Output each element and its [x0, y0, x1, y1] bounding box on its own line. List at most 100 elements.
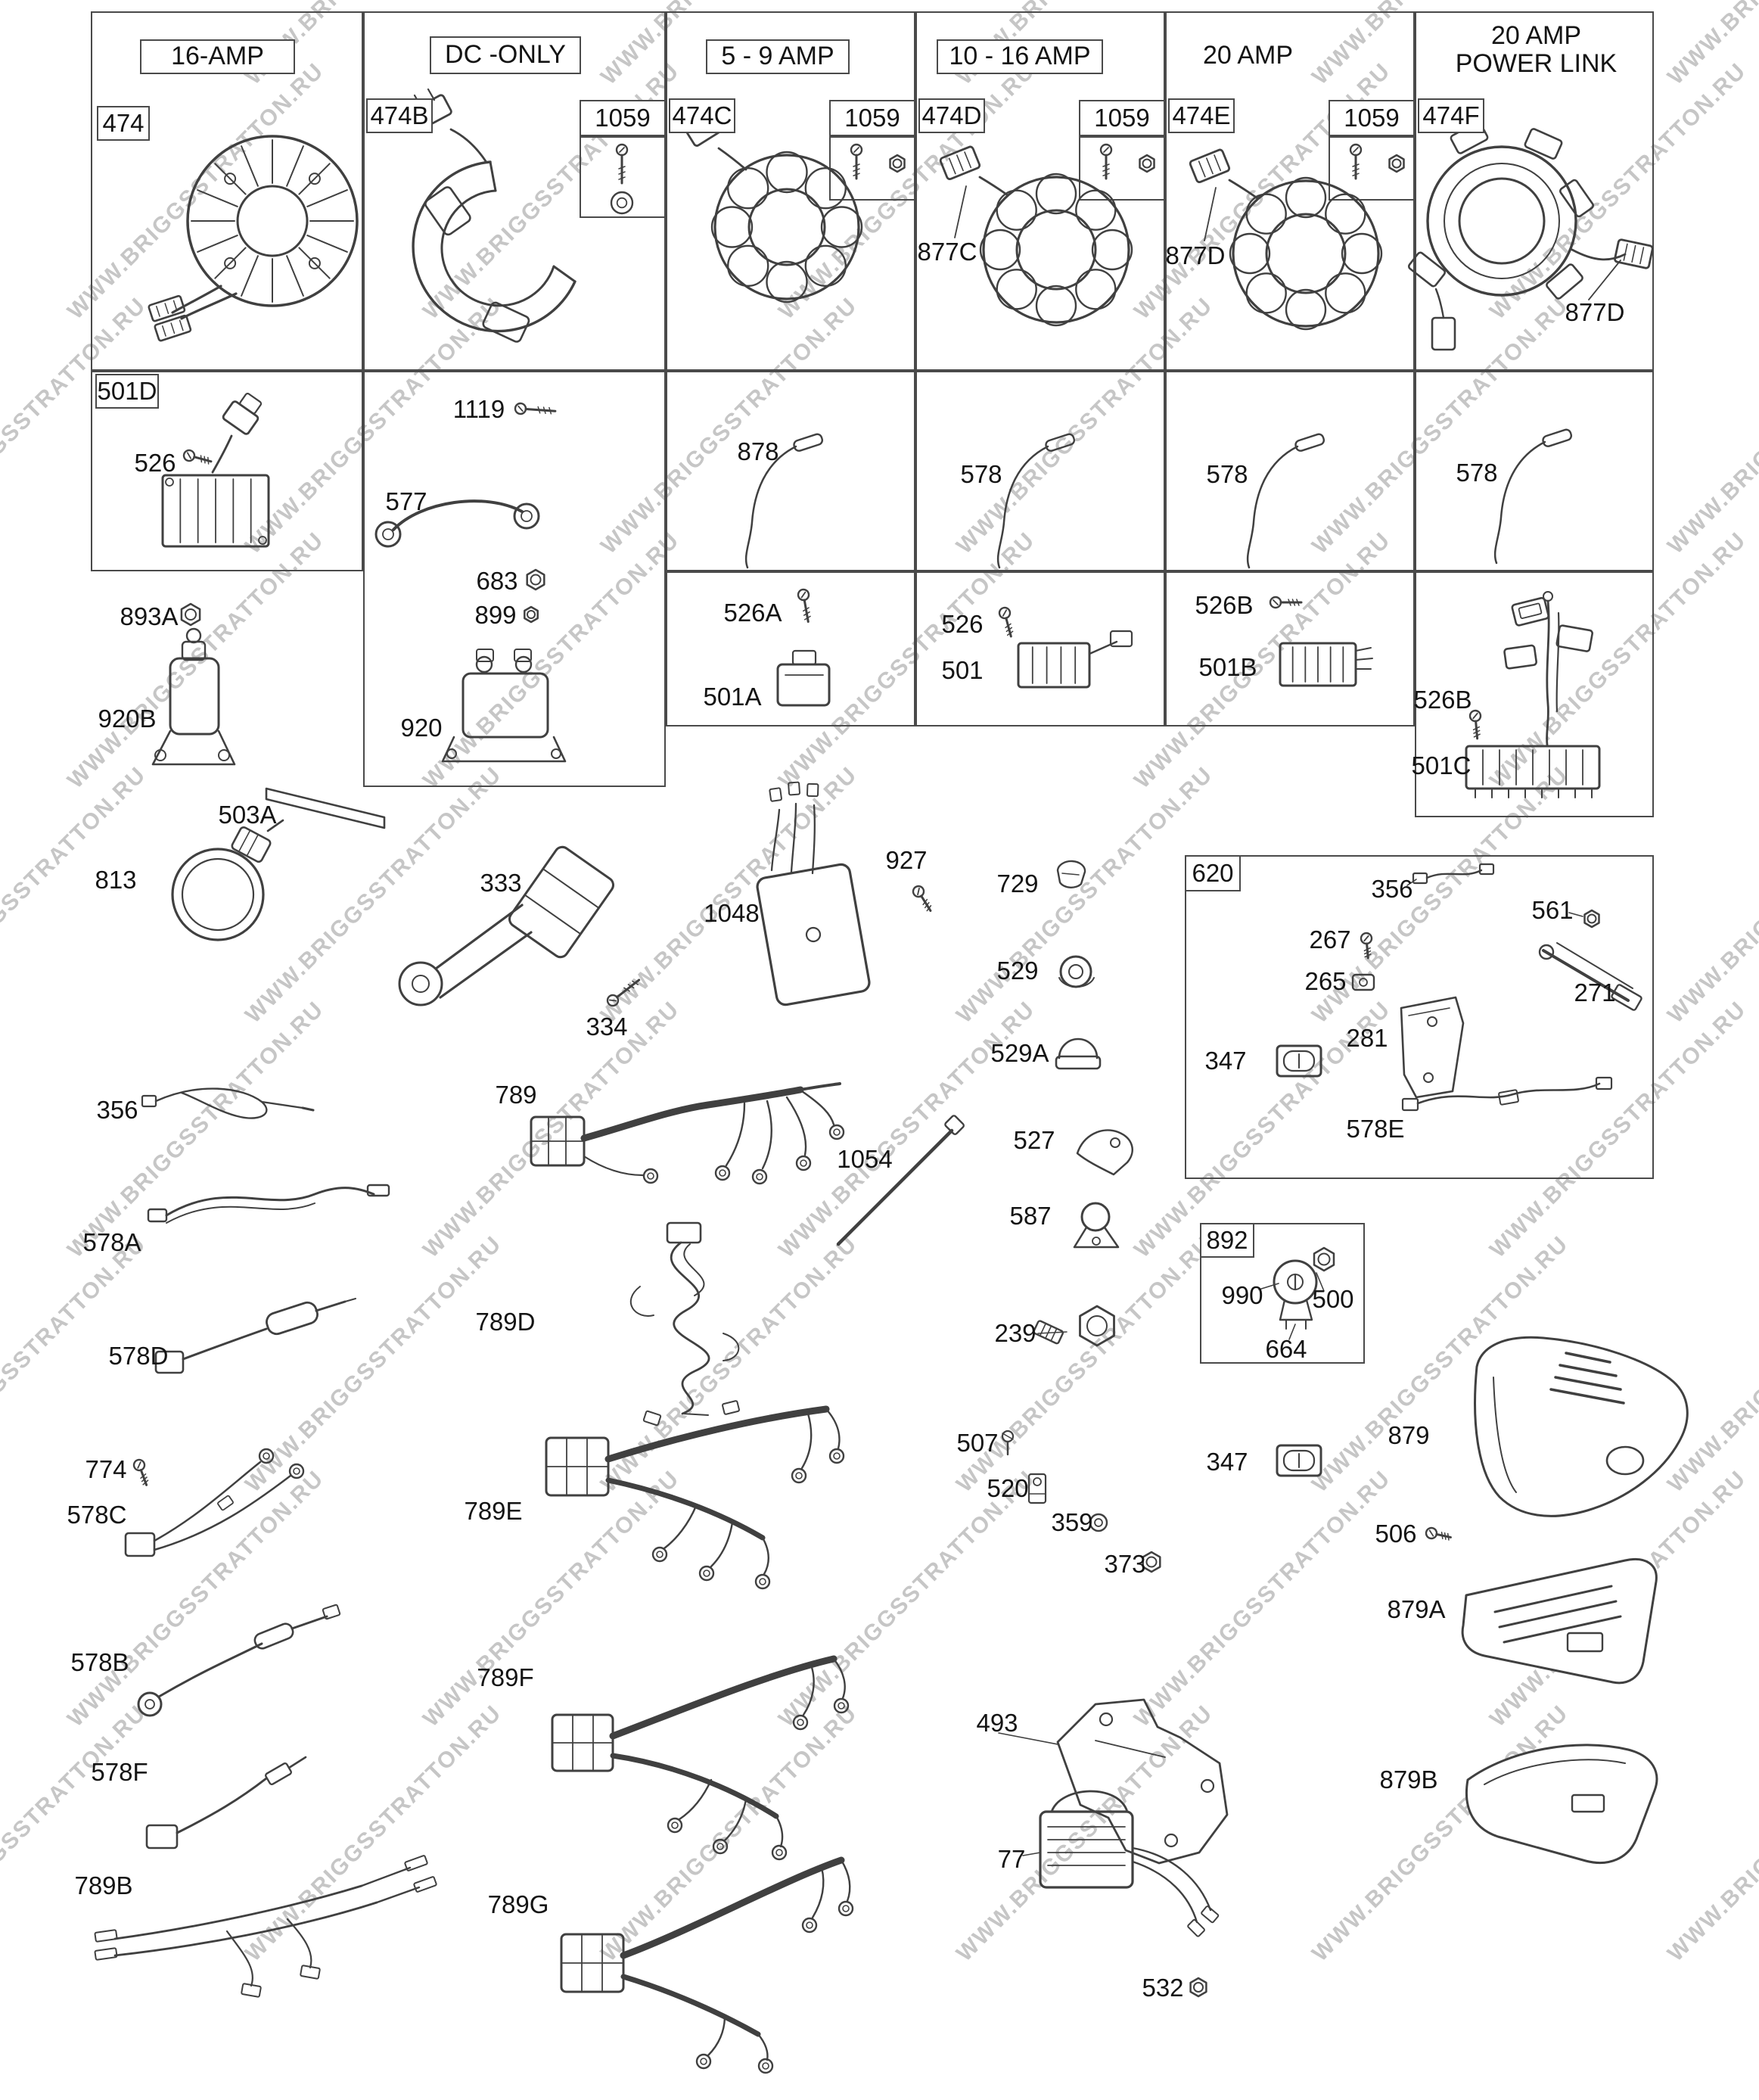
group-box-892 — [1200, 1223, 1365, 1364]
wire-578A — [147, 1184, 390, 1224]
part-label-578D: 578D — [108, 1342, 169, 1370]
bracket-281 — [1400, 996, 1465, 1099]
part-label-577: 577 — [385, 487, 427, 515]
part-label-474: 474 — [97, 106, 150, 141]
column-header-line: 20 AMP — [1490, 20, 1582, 50]
column-header-line: POWER LINK — [1455, 49, 1618, 78]
solenoid-920B — [151, 627, 236, 766]
part-label-501B: 501B — [1198, 653, 1257, 681]
cell-5-9-wire — [666, 371, 915, 571]
starter-333 — [398, 845, 614, 1006]
washer-359 — [1089, 1513, 1108, 1532]
part-label-373: 373 — [1104, 1550, 1146, 1578]
stator-474F — [1407, 121, 1654, 351]
part-label-359: 359 — [1051, 1508, 1093, 1536]
stator-474D — [939, 145, 1133, 327]
harness-789E — [545, 1405, 845, 1590]
column-header-20-amp: 20 AMP — [1178, 38, 1318, 74]
part-label-878: 878 — [737, 437, 779, 465]
nut-373 — [1142, 1551, 1161, 1573]
regulator-501B — [1279, 642, 1373, 687]
screw-526-10-16 — [998, 606, 1014, 638]
part-label-578B: 578B — [70, 1648, 129, 1676]
part-label-356: 356 — [1371, 875, 1413, 903]
part-label-503A: 503A — [218, 801, 277, 829]
part-label-920B: 920B — [98, 705, 157, 733]
part-label-879A: 879A — [1387, 1595, 1446, 1623]
stator-474C — [685, 112, 863, 303]
part-label-271: 271 — [1574, 978, 1616, 1006]
cell-dconly-parts — [363, 371, 666, 787]
part-label-529A: 529A — [990, 1039, 1049, 1067]
column-header-dc-only: DC -ONLY — [430, 36, 581, 74]
cover-879B — [1465, 1744, 1658, 1865]
harness-789 — [530, 1082, 845, 1185]
part-label-501: 501 — [941, 656, 984, 684]
nut-683 — [526, 568, 545, 591]
column-header-10-16-amp: 10 - 16 AMP — [937, 39, 1103, 74]
switch-347-620 — [1276, 1044, 1322, 1078]
module-501A — [776, 649, 831, 707]
box-1059-20 — [1329, 136, 1415, 201]
column-header-line: 20 AMP — [1202, 41, 1294, 70]
part-label-578F: 578F — [91, 1758, 148, 1786]
part-label-501D: 501D — [95, 374, 159, 409]
harness-789D — [629, 1221, 740, 1426]
part-label-774: 774 — [85, 1455, 127, 1483]
cell-20-regulator — [1165, 571, 1415, 726]
part-label-561: 561 — [1531, 896, 1574, 924]
wire-578-10-16 — [996, 433, 1076, 569]
part-label-789B: 789B — [74, 1871, 133, 1899]
stator-474 — [148, 135, 359, 342]
harness-789G — [560, 1856, 854, 2074]
cell-20-wire — [1165, 371, 1415, 571]
part-label-527: 527 — [1013, 1126, 1055, 1154]
column-header-line: 10 - 16 AMP — [949, 42, 1091, 71]
wire-878 — [744, 433, 824, 569]
part-label-789F: 789F — [477, 1663, 534, 1691]
part-label-729: 729 — [996, 870, 1039, 898]
wire-356-620 — [1406, 863, 1495, 886]
harness-789F — [551, 1655, 850, 1861]
part-label-474D: 474D — [918, 98, 985, 133]
harness-578C — [124, 1448, 305, 1557]
part-label-1048: 1048 — [704, 899, 760, 927]
tie-1054 — [836, 1115, 965, 1246]
cell-10-16-regulator — [915, 571, 1165, 726]
clip-729 — [1056, 860, 1086, 888]
part-label-526: 526 — [941, 610, 984, 638]
part-label-877C: 877C — [917, 238, 977, 266]
part-label-347: 347 — [1206, 1448, 1248, 1476]
column-header-line: 5 - 9 AMP — [721, 42, 834, 71]
strip-503A — [265, 787, 386, 829]
lever-271 — [1538, 942, 1642, 1011]
part-label-501A: 501A — [703, 683, 762, 711]
part-label-789: 789 — [495, 1081, 537, 1109]
fastener-1059-20 — [1349, 143, 1405, 180]
column-header-16-amp: 16-AMP — [140, 39, 295, 74]
wire-578B — [137, 1604, 341, 1717]
box-1059-10-16 — [1079, 136, 1165, 201]
part-label-347: 347 — [1204, 1047, 1247, 1075]
part-label-1059: 1059 — [829, 100, 915, 136]
part-label-529: 529 — [996, 957, 1039, 985]
part-label-578: 578 — [960, 460, 1002, 488]
part-label-526B: 526B — [1413, 686, 1472, 714]
switch-347-2 — [1276, 1444, 1322, 1477]
screw-526B-20 — [1269, 596, 1303, 609]
part-label-474C: 474C — [669, 98, 735, 133]
harness-789B — [94, 1855, 437, 1998]
part-label-789D: 789D — [475, 1308, 536, 1336]
part-label-474B: 474B — [366, 98, 433, 133]
part-label-520: 520 — [987, 1474, 1029, 1502]
part-label-578: 578 — [1456, 459, 1498, 487]
column-header-5-9-amp: 5 - 9 AMP — [706, 39, 850, 74]
part-label-501C: 501C — [1411, 751, 1472, 779]
wire-578-20 — [1246, 433, 1325, 569]
cell-powerlink-regulator — [1415, 571, 1654, 817]
wire-578D — [154, 1298, 356, 1374]
part-label-356: 356 — [96, 1096, 138, 1124]
fastener-1059-dconly — [610, 143, 634, 215]
fastener-506 — [1425, 1526, 1452, 1541]
